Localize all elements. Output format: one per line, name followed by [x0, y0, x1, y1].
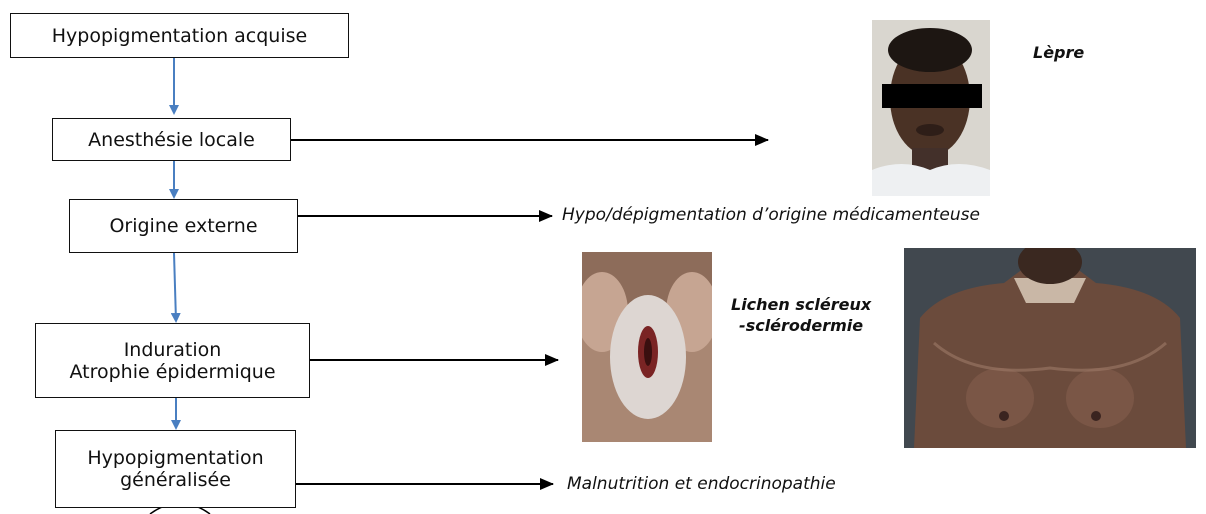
box-label: Hypopigmentation acquise [52, 25, 307, 47]
box-hypopigmentation-generalisee: Hypopigmentation généralisée [55, 430, 296, 508]
face-image [872, 20, 990, 196]
censor-bar [882, 84, 982, 108]
box-label-line2: généralisée [120, 469, 231, 491]
label-line2: -sclérodermie [731, 315, 871, 336]
box-label-line1: Induration [124, 339, 222, 361]
label-line1: Lichen scléreux [731, 294, 871, 315]
box-induration: Induration Atrophie épidermique [35, 323, 310, 398]
label-lepre: Lèpre [1033, 42, 1084, 63]
arrow-origine-to-induration [174, 253, 176, 321]
photo-lichen-sclereux [582, 252, 712, 442]
photo-lepre-face [872, 20, 990, 196]
box-label-line2: Atrophie épidermique [69, 361, 275, 383]
box-anesthesie-locale: Anesthésie locale [52, 118, 291, 161]
torso-image [904, 248, 1196, 448]
label-medicamenteuse: Hypo/dépigmentation d’origine médicament… [562, 205, 980, 225]
box-origine-externe: Origine externe [69, 199, 298, 253]
box-hypopigmentation-acquise: Hypopigmentation acquise [10, 13, 349, 58]
box-label: Origine externe [109, 215, 257, 237]
box-label: Anesthésie locale [88, 129, 255, 151]
lesion-image [582, 252, 712, 442]
label-malnutrition: Malnutrition et endocrinopathie [567, 474, 836, 494]
photo-sclerodermie-torso [904, 248, 1196, 448]
box-label-line1: Hypopigmentation [87, 447, 263, 469]
label-lichen-sclereux: Lichen scléreux -sclérodermie [731, 294, 871, 336]
